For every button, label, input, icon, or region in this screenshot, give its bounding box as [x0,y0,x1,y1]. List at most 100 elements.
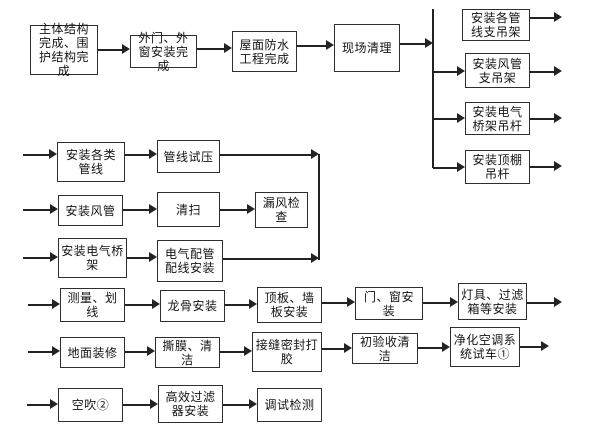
node-duct-support-hangers: 安装风管支吊架 [465,53,530,88]
node-film-removal-cleaning: 撕膜、清洁 [155,337,220,368]
flow-line [530,17,556,19]
flow-line [197,48,226,50]
arrowhead [554,297,562,307]
arrowhead [347,297,355,307]
node-ceiling-hanger-rods: 安装顶棚吊杆 [465,150,530,184]
arrowhead [541,341,549,351]
node-conduit-wiring-install: 电气配管配线安装 [157,240,223,282]
flow-line [322,302,349,304]
node-lights-filter-boxes-install: 灯具、过滤箱等安装 [458,283,527,320]
flow-line [530,166,556,168]
node-pipeline-pressure-test: 管线试压 [157,140,220,173]
node-hepa-filter-install: 高效过滤器安装 [158,385,223,423]
node-pipe-support-hangers: 安装各管线支吊架 [462,9,530,41]
flow-line [98,49,124,51]
flow-line [125,351,149,353]
arrowhead [554,12,562,22]
arrowhead [457,162,465,172]
node-door-window-install: 门、窗安装 [355,287,423,320]
node-keel-install: 龙骨安装 [160,290,225,322]
flow-line [23,209,52,211]
arrowhead [50,252,58,262]
arrowhead [326,40,334,50]
node-floor-finishing: 地面装修 [60,337,125,368]
flow-line [423,302,452,304]
arrowhead [147,346,155,356]
flow-line [28,304,54,306]
arrowhead [457,113,465,123]
arrowhead [311,149,319,159]
flow-line [433,71,459,73]
arrowhead [149,252,157,262]
node-install-cable-tray: 安装电气桥架 [58,238,127,278]
flow-line [123,404,152,406]
arrowhead [554,113,562,123]
arrowhead [224,43,232,53]
arrowhead [344,343,352,353]
flow-line [123,209,151,211]
arrowhead [247,204,255,214]
merge-bar [318,154,320,260]
flow-line [125,304,154,306]
flow-line [400,43,427,45]
flow-line [225,304,251,306]
node-purify-hvac-test-run: 净化空调系统试车① [450,327,520,367]
arrowhead [554,161,562,171]
flow-line [418,347,444,349]
flow-line [23,154,51,156]
arrowhead [122,44,130,54]
arrowhead [52,299,60,309]
node-measure-markline: 测量、划线 [60,288,125,322]
node-seam-sealing: 接缝密封打胶 [252,332,322,372]
node-debug-testing: 调试检测 [257,388,322,422]
node-cable-tray-hanger-rods: 安装电气桥架吊杆 [465,102,530,135]
flow-line [220,351,246,353]
flow-line [433,118,459,120]
arrowhead [152,299,160,309]
node-air-blow: 空吹② [58,388,123,422]
node-sweep: 清扫 [157,192,220,227]
node-ext-doors-windows: 外门、外窗安装完成 [130,31,197,73]
flow-line [223,404,251,406]
branch-bar [432,9,434,168]
node-initial-acceptance-cleaning: 初验收清洁 [352,333,418,364]
node-roof-waterproof: 屋面防水工程完成 [232,31,297,72]
arrowhead [244,346,252,356]
arrowhead [249,299,257,309]
arrowhead [249,399,257,409]
node-site-clean: 现场清理 [334,24,400,72]
node-ceiling-wall-panel-install: 顶板、墙板安装 [257,287,322,323]
flow-line [433,167,459,169]
flow-line [23,257,52,259]
flow-line [530,118,556,120]
flow-line [27,404,52,406]
flow-line [220,209,249,211]
node-air-leak-check: 漏风检查 [255,192,308,228]
arrowhead [425,38,433,48]
node-install-pipelines: 安装各类管线 [57,142,125,182]
flow-line [125,154,151,156]
flow-line [223,258,313,260]
arrowhead [149,149,157,159]
flow-line [127,257,151,259]
flow-line [220,154,313,156]
flow-line [322,348,346,350]
arrowhead [442,342,450,352]
arrowhead [50,399,58,409]
arrowhead [554,66,562,76]
flow-line [28,351,54,353]
arrowhead [50,204,58,214]
arrowhead [457,66,465,76]
flow-line [527,302,556,304]
arrowhead [450,297,458,307]
arrowhead [149,204,157,214]
flow-line [297,45,328,47]
node-install-air-ducts: 安装风管 [58,195,123,226]
arrowhead [150,399,158,409]
node-structure-done: 主体结构完成、围护结构完成 [30,22,98,78]
arrowhead [311,253,319,263]
arrowhead [49,149,57,159]
flow-line [530,71,556,73]
arrowhead [52,346,60,356]
